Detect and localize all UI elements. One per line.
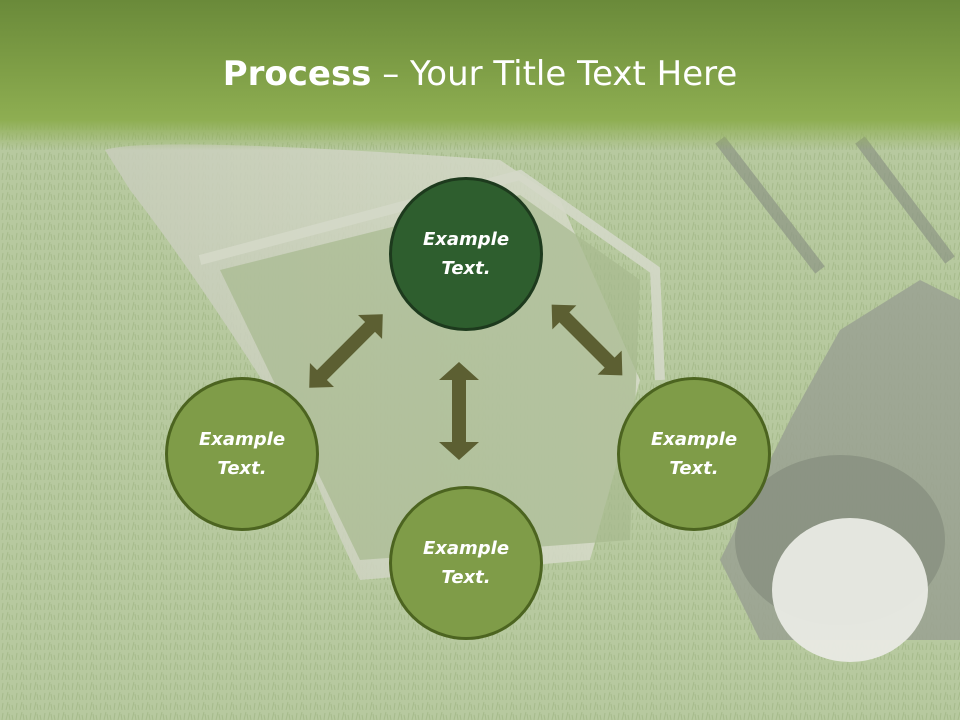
double-arrow-top-right [551, 304, 623, 376]
mower-bag-frame [198, 169, 665, 381]
node-left-line2: Text. [217, 458, 267, 479]
process-node-top: Example Text. [389, 177, 543, 331]
process-node-bottom: Example Text. [389, 486, 543, 640]
node-right-line2: Text. [669, 458, 719, 479]
node-bottom-line1: Example [422, 538, 510, 559]
double-arrow-top-left [309, 314, 383, 388]
slide-title-bold: Process [222, 54, 372, 94]
slide-title: Process – Your Title Text Here [0, 52, 960, 96]
slide-title-rest: – Your Title Text Here [371, 54, 738, 94]
node-right-line1: Example [650, 429, 738, 450]
node-left-line1: Example [198, 429, 286, 450]
mower-handle [715, 136, 955, 274]
title-header-bar [0, 0, 960, 150]
process-node-right: Example Text. [617, 377, 771, 531]
node-top-line2: Text. [441, 258, 491, 279]
mower-wheel-hubcap [772, 518, 928, 662]
node-bottom-line2: Text. [441, 567, 491, 588]
node-top-line1: Example [422, 229, 510, 250]
double-arrow-vertical [439, 362, 479, 460]
process-node-left: Example Text. [165, 377, 319, 531]
